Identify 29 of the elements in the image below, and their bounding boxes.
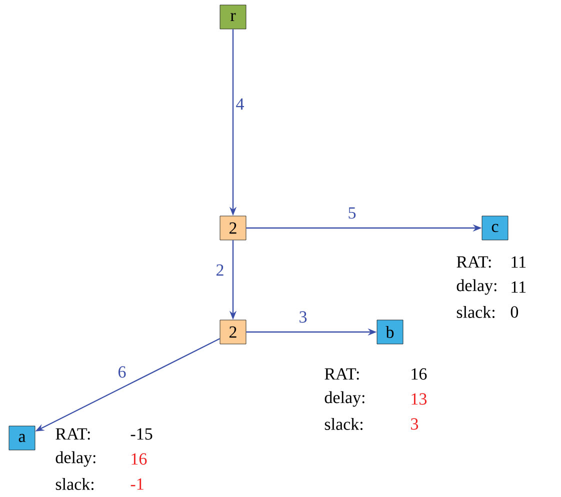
row-label: RAT:	[456, 256, 491, 268]
row-label: RAT:	[56, 428, 90, 440]
row-label: slack:	[56, 478, 94, 490]
row-value: 0	[510, 306, 518, 318]
row-value: 16	[132, 453, 147, 465]
row-value: 16	[412, 368, 427, 380]
row-label: delay:	[324, 391, 364, 407]
edge-label: 5	[348, 207, 356, 219]
row-label: delay:	[56, 451, 96, 467]
row-value: 11	[512, 281, 526, 293]
node-box: b	[376, 320, 404, 344]
row-value: -15	[130, 428, 152, 440]
edge-label: 2	[216, 264, 224, 276]
row-value: 3	[411, 418, 418, 430]
edge-label: 4	[236, 98, 244, 110]
node-box: a	[8, 426, 36, 450]
node-box: c	[482, 216, 508, 240]
node-box: 2	[220, 216, 246, 240]
node-box: 2	[220, 320, 246, 344]
row-value: -1	[130, 478, 144, 490]
row-value: 11	[512, 256, 526, 268]
node-box: r	[220, 4, 246, 30]
row-label: slack:	[324, 418, 362, 430]
edge-label: 3	[300, 311, 307, 323]
row-value: 13	[412, 393, 427, 405]
row-label: RAT:	[324, 368, 359, 380]
row-label: delay:	[456, 279, 496, 295]
row-label: slack:	[456, 306, 494, 318]
edge-label: 6	[118, 366, 126, 378]
